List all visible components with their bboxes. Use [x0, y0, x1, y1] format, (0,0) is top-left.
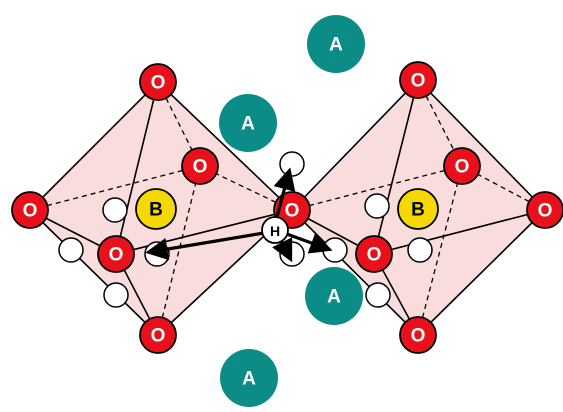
a-cation-bottom: A — [220, 349, 278, 407]
oxygen-atom: O — [181, 147, 219, 185]
arrow-to-top-site — [273, 167, 296, 225]
hydrogen-site — [102, 197, 128, 223]
oxygen-atom: O — [399, 61, 437, 99]
oxygen-label: O — [538, 201, 553, 222]
oxygen-atom: O — [355, 235, 393, 273]
hydrogen-site — [144, 241, 170, 267]
oxygen-atom: O — [443, 147, 481, 185]
oxygen-atom: O — [139, 63, 177, 101]
hydrogen-site — [103, 282, 129, 308]
hydrogen-site — [364, 193, 390, 219]
oxygen-label: O — [23, 201, 38, 222]
oxygen-atom: O — [11, 191, 49, 229]
oxygen-label: O — [151, 73, 166, 94]
oxygen-label: O — [411, 71, 426, 92]
hydrogen-site — [58, 237, 84, 263]
proton-h: H — [261, 216, 289, 244]
a-cation-top: A — [307, 15, 365, 73]
hydrogen-site — [279, 151, 305, 177]
a-cation-upper: A — [219, 94, 277, 152]
proton-transfer-arrows — [145, 167, 333, 263]
oxygen-atoms: O O O O O O O O — [11, 61, 563, 354]
arrow-to-right-site — [283, 231, 333, 254]
arrow-to-left-site — [145, 230, 271, 261]
oxygen-atom: O — [139, 316, 177, 354]
oxygen-atom: O — [97, 235, 135, 273]
oxygen-label: O — [109, 245, 124, 266]
oxygen-label: O — [411, 326, 426, 347]
oxygen-atom: O — [526, 191, 563, 229]
b-cation-right: B — [397, 188, 439, 230]
oxygen-atom: O — [399, 316, 437, 354]
a-cation-label: A — [242, 369, 256, 390]
oxygen-label: O — [455, 157, 470, 178]
a-cation-label: A — [329, 35, 343, 56]
oxygen-label: O — [151, 326, 166, 347]
hydrogen-site — [407, 237, 433, 263]
hydrogen-site — [365, 282, 391, 308]
oxygen-label: O — [285, 201, 300, 222]
proton-label: H — [270, 223, 280, 239]
a-cation-lower: A — [305, 267, 363, 325]
b-cation-left: B — [135, 188, 177, 230]
a-cation-label: A — [241, 114, 255, 135]
b-cation-label: B — [149, 200, 163, 221]
a-cation-label: A — [327, 287, 341, 308]
oxygen-label: O — [193, 157, 208, 178]
b-cation-label: B — [411, 200, 425, 221]
oxygen-label: O — [367, 245, 382, 266]
